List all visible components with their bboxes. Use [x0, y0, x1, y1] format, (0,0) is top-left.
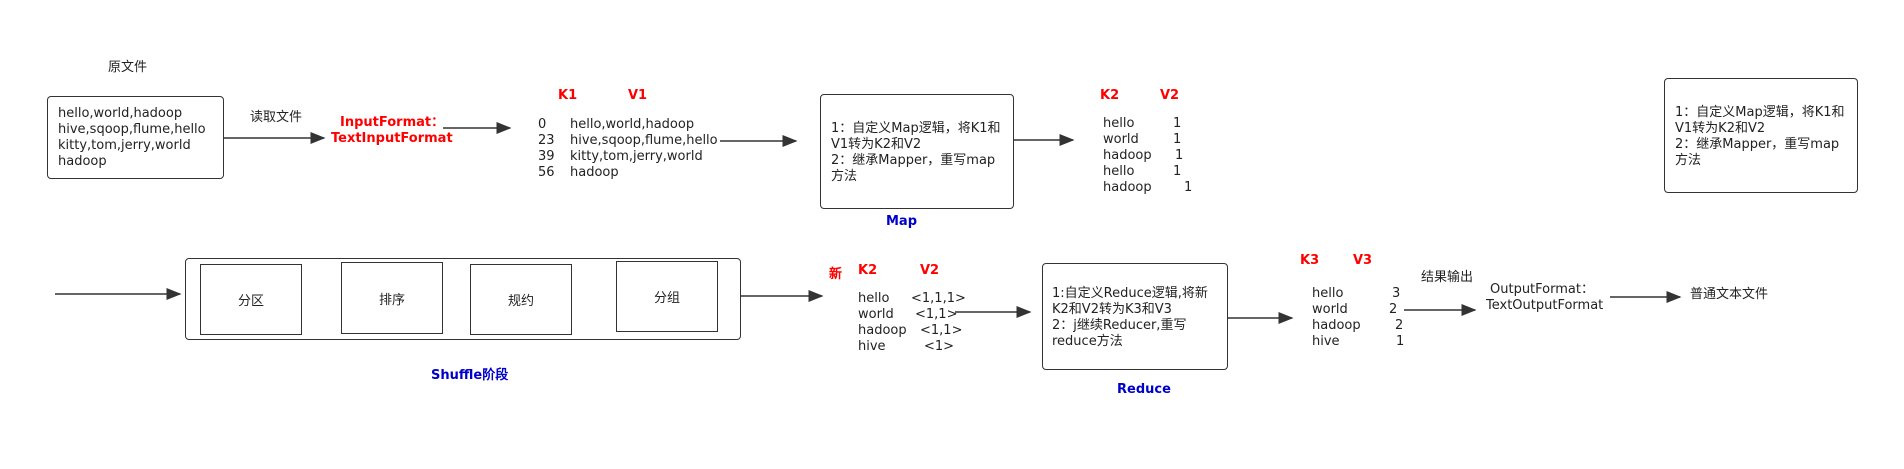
shuffle-step-combine: 规约 [470, 264, 572, 335]
v1-value: hadoop [570, 165, 619, 180]
outputformat-label-2: TextOutputFormat [1486, 298, 1604, 313]
k3-value: world [1312, 302, 1348, 317]
v3-header: V3 [1353, 253, 1373, 268]
v1-header: V1 [628, 88, 648, 103]
shuffle-step-label: 排序 [378, 292, 405, 308]
new-k2-value: world [858, 307, 894, 322]
shuffle-label: Shuffle阶段 [431, 368, 509, 383]
shuffle-step-label: 分组 [653, 291, 680, 306]
map-box: 1：自定义Map逻辑，将K1和 V1转为K2和V2 2：继承Mapper，重写m… [820, 94, 1014, 209]
source-line: kitty,tom,jerry,world [58, 138, 191, 153]
shuffle-step-partition: 分区 [200, 264, 302, 335]
shuffle-step-label: 分区 [237, 294, 264, 309]
new-k2-header: K2 [858, 263, 878, 278]
new-k2-value: hello [858, 291, 890, 306]
v3-value: 1 [1396, 334, 1405, 349]
k3-header: K3 [1300, 253, 1320, 268]
v1-value: hello,world,hadoop [570, 117, 695, 132]
new-k2-value: hive [858, 339, 886, 354]
source-file-label: 原文件 [108, 60, 148, 75]
inputformat-label-1: InputFormat： [340, 115, 445, 130]
new-label: 新 [829, 267, 843, 282]
v3-value: 2 [1395, 318, 1404, 333]
k2-value: hadoop [1103, 148, 1152, 163]
reduce-box-line: reduce方法 [1052, 334, 1123, 349]
v2-value: 1 [1173, 164, 1182, 179]
map-label: Map [886, 214, 918, 229]
shuffle-step-label: 规约 [507, 294, 534, 309]
note-box: 1：自定义Map逻辑，将K1和 V1转为K2和V2 2：继承Mapper，重写m… [1664, 78, 1858, 193]
new-k2-value: hadoop [858, 323, 907, 338]
shuffle-step-group: 分组 [616, 261, 718, 332]
k1-header: K1 [558, 88, 578, 103]
v2-value: 1 [1173, 132, 1182, 147]
v2-value: 1 [1175, 148, 1184, 163]
new-v2-value: <1> [924, 339, 955, 354]
v2-value: 1 [1173, 116, 1182, 131]
reduce-box-line: K2和V2转为K3和V3 [1052, 302, 1172, 317]
inputformat-label-2: TextInputFormat [331, 131, 453, 146]
source-file-box: hello,world,hadoop hive,sqoop,flume,hell… [47, 96, 224, 179]
v2-value: 1 [1184, 180, 1193, 195]
k2-value: hello [1103, 164, 1135, 179]
k2-header: K2 [1100, 88, 1120, 103]
new-v2-value: <1,1> [915, 307, 958, 322]
k3-value: hive [1312, 334, 1340, 349]
v3-value: 3 [1392, 286, 1401, 301]
map-box-line: 方法 [831, 169, 858, 184]
read-file-label: 读取文件 [250, 110, 303, 125]
result-output-label: 结果输出 [1421, 270, 1474, 285]
v3-value: 2 [1389, 302, 1398, 317]
note-box-line: 方法 [1675, 153, 1702, 168]
outputformat-label-1: OutputFormat： [1490, 282, 1594, 297]
shuffle-container [185, 258, 741, 340]
v2-header: V2 [1160, 88, 1180, 103]
note-box-line: 2：继承Mapper，重写map [1675, 137, 1840, 152]
new-v2-header: V2 [920, 263, 940, 278]
k2-value: world [1103, 132, 1139, 147]
reduce-box: 1:自定义Reduce逻辑,将新 K2和V2转为K3和V3 2：j继续Reduc… [1042, 263, 1228, 370]
reduce-label: Reduce [1117, 382, 1171, 397]
map-box-line: 1：自定义Map逻辑，将K1和 [831, 121, 1001, 136]
shuffle-step-sort: 排序 [341, 262, 443, 334]
source-line: hive,sqoop,flume,hello [58, 122, 206, 137]
k3-value: hadoop [1312, 318, 1361, 333]
k1-value: 23 [538, 133, 555, 148]
final-file-label: 普通文本文件 [1690, 287, 1769, 302]
k2-value: hello [1103, 116, 1135, 131]
map-box-line: 2：继承Mapper，重写map [831, 153, 996, 168]
source-line: hadoop [58, 154, 107, 169]
reduce-box-line: 2：j继续Reducer,重写 [1052, 318, 1187, 333]
map-box-line: V1转为K2和V2 [831, 137, 922, 152]
new-v2-value: <1,1,1> [911, 291, 966, 306]
note-box-line: V1转为K2和V2 [1675, 121, 1766, 136]
k1-value: 39 [538, 149, 555, 164]
k1-value: 56 [538, 165, 555, 180]
reduce-box-line: 1:自定义Reduce逻辑,将新 [1052, 286, 1208, 301]
v1-value: hive,sqoop,flume,hello [570, 133, 718, 148]
k1-value: 0 [538, 117, 547, 132]
note-box-line: 1：自定义Map逻辑，将K1和 [1675, 105, 1845, 120]
k3-value: hello [1312, 286, 1344, 301]
new-v2-value: <1,1> [920, 323, 963, 338]
v1-value: kitty,tom,jerry,world [570, 149, 703, 164]
source-line: hello,world,hadoop [58, 106, 183, 121]
k2-value: hadoop [1103, 180, 1152, 195]
